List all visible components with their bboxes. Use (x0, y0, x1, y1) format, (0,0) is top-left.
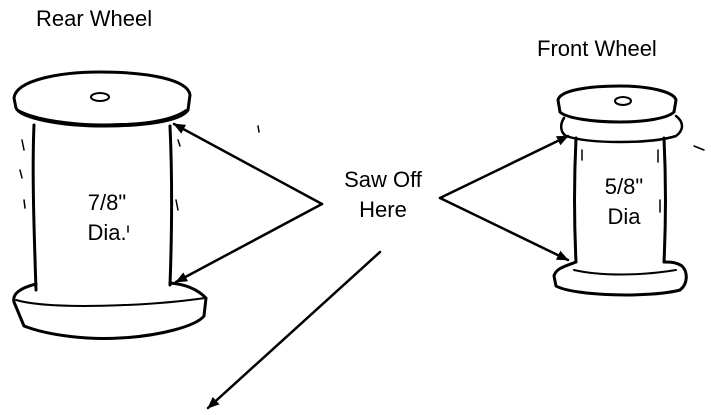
front-diameter-value: 5/8" (604, 174, 644, 199)
rear-wheel-diameter: 7/8" Dia. (72, 188, 142, 248)
rear-axle-hole (90, 92, 110, 102)
saw-callout-arrows (172, 122, 570, 410)
arrow-front-upper (438, 134, 570, 200)
front-bottom-flange-edge (573, 269, 677, 276)
rear-bottom-flange (12, 281, 208, 340)
sketch-marks (127, 125, 705, 233)
rear-diameter-value: 7/8" (87, 190, 127, 215)
front-body-left (573, 136, 578, 264)
rear-wheel-title: Rear Wheel (36, 6, 153, 31)
rear-diameter-unit: Dia. (87, 220, 127, 245)
front-top-flange-lower (560, 114, 684, 144)
front-wheel-diameter: 5/8" Dia (592, 172, 656, 232)
rear-top-flange-shadow (17, 109, 187, 126)
front-axle-hole (614, 96, 632, 106)
front-body-inner (581, 149, 661, 213)
rear-bottom-flange-edge (15, 297, 206, 307)
arrow-rear-lower (174, 202, 324, 284)
arrow-diagonal-down (206, 250, 382, 410)
rear-body-shading (19, 139, 181, 211)
front-bottom-flange (552, 260, 688, 297)
rear-body-right (168, 124, 173, 287)
rear-body-left (31, 123, 38, 292)
rear-wheel-spool (12, 70, 208, 340)
saw-callout-line1: Saw Off (344, 167, 422, 192)
arrow-front-lower (438, 196, 570, 262)
front-diameter-unit: Dia (607, 204, 641, 229)
rear-top-flange (12, 70, 192, 128)
front-wheel-spool (552, 84, 688, 297)
front-body-right (662, 136, 667, 264)
front-top-flange (556, 84, 678, 124)
saw-off-callout: Saw Off Here (318, 165, 448, 225)
front-wheel-title: Front Wheel (537, 36, 657, 61)
saw-callout-line2: Here (359, 197, 407, 222)
arrow-rear-upper (172, 122, 324, 206)
